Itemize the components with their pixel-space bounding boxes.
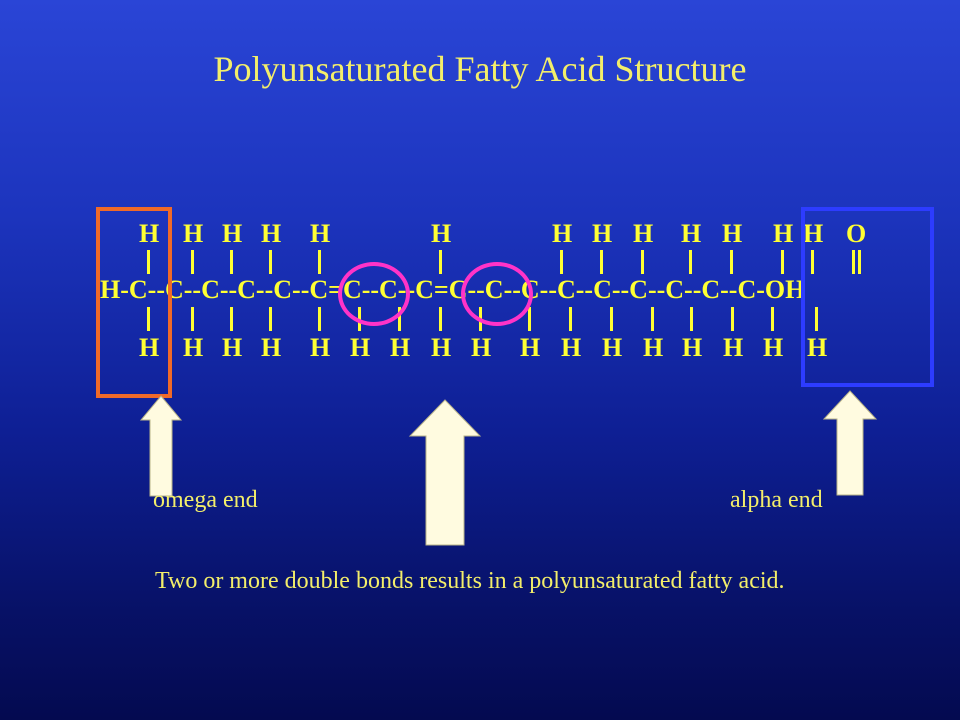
bottom-bond-15 bbox=[731, 307, 734, 331]
top-bond-14a bbox=[852, 250, 855, 274]
bottom-bond-8 bbox=[439, 307, 442, 331]
omega-end-label: omega end bbox=[153, 487, 258, 513]
bottom-atom-1: H bbox=[139, 333, 160, 362]
top-atom-9: H bbox=[633, 219, 654, 248]
bottom-bond-10 bbox=[528, 307, 531, 331]
bottom-bond-16 bbox=[771, 307, 774, 331]
top-bond-12 bbox=[781, 250, 784, 274]
top-atom-12: H bbox=[773, 219, 794, 248]
top-atom-3: H bbox=[222, 219, 243, 248]
bottom-atom-16: H bbox=[763, 333, 784, 362]
double-bond-circle-2 bbox=[461, 262, 533, 326]
top-atom-1: H bbox=[139, 219, 160, 248]
bottom-atom-12: H bbox=[602, 333, 623, 362]
bottom-bond-17 bbox=[815, 307, 818, 331]
top-bond-6 bbox=[439, 250, 442, 274]
top-bond-5 bbox=[318, 250, 321, 274]
top-atom-6: H bbox=[431, 219, 452, 248]
slide-title: Polyunsaturated Fatty Acid Structure bbox=[213, 49, 747, 89]
top-atom-4: H bbox=[261, 219, 282, 248]
bottom-bond-5 bbox=[318, 307, 321, 331]
bottom-atom-5: H bbox=[310, 333, 331, 362]
top-atom-5: H bbox=[310, 219, 331, 248]
top-bond-7 bbox=[560, 250, 563, 274]
bottom-atom-4: H bbox=[261, 333, 282, 362]
description-text: Two or more double bonds results in a po… bbox=[155, 568, 785, 594]
top-atom-13: H bbox=[803, 219, 824, 248]
top-bond-10 bbox=[689, 250, 692, 274]
top-atom-10: H bbox=[681, 219, 702, 248]
double-bond-arrow-icon bbox=[408, 399, 482, 546]
top-atom-14: O bbox=[846, 219, 867, 248]
alpha-end-label: alpha end bbox=[730, 487, 823, 513]
top-bond-13 bbox=[811, 250, 814, 274]
bottom-atom-3: H bbox=[222, 333, 243, 362]
top-atom-7: H bbox=[552, 219, 573, 248]
top-bond-11 bbox=[730, 250, 733, 274]
alpha-end-highlight-box bbox=[801, 207, 934, 387]
bottom-atom-15: H bbox=[723, 333, 744, 362]
top-atom-2: H bbox=[183, 219, 204, 248]
alpha-arrow-icon bbox=[822, 390, 878, 496]
top-atom-11: H bbox=[722, 219, 743, 248]
bottom-atom-14: H bbox=[682, 333, 703, 362]
top-bond-8 bbox=[600, 250, 603, 274]
top-bond-2 bbox=[191, 250, 194, 274]
top-bond-14b bbox=[858, 250, 861, 274]
omega-end-highlight-box bbox=[96, 207, 172, 398]
bottom-bond-4 bbox=[269, 307, 272, 331]
bottom-bond-2 bbox=[191, 307, 194, 331]
bottom-bond-1 bbox=[147, 307, 150, 331]
top-atom-8: H bbox=[592, 219, 613, 248]
bottom-atom-8: H bbox=[431, 333, 452, 362]
omega-arrow-icon bbox=[139, 395, 183, 497]
bottom-atom-11: H bbox=[561, 333, 582, 362]
top-bond-3 bbox=[230, 250, 233, 274]
bottom-bond-13 bbox=[651, 307, 654, 331]
bottom-atom-7: H bbox=[390, 333, 411, 362]
carbon-chain: H-C--C--C--C--C--C=C--C--C=C--C--C--C--C… bbox=[100, 275, 806, 304]
bottom-bond-7 bbox=[398, 307, 401, 331]
bottom-atom-13: H bbox=[643, 333, 664, 362]
bottom-atom-2: H bbox=[183, 333, 204, 362]
bottom-bond-14 bbox=[690, 307, 693, 331]
double-bond-circle-1 bbox=[338, 262, 410, 326]
top-bond-1 bbox=[147, 250, 150, 274]
bottom-bond-11 bbox=[569, 307, 572, 331]
bottom-bond-12 bbox=[610, 307, 613, 331]
top-bond-9 bbox=[641, 250, 644, 274]
top-bond-4 bbox=[269, 250, 272, 274]
bottom-atom-9: H bbox=[471, 333, 492, 362]
bottom-bond-3 bbox=[230, 307, 233, 331]
bottom-atom-17: H bbox=[807, 333, 828, 362]
bottom-atom-10: H bbox=[520, 333, 541, 362]
bottom-atom-6: H bbox=[350, 333, 371, 362]
